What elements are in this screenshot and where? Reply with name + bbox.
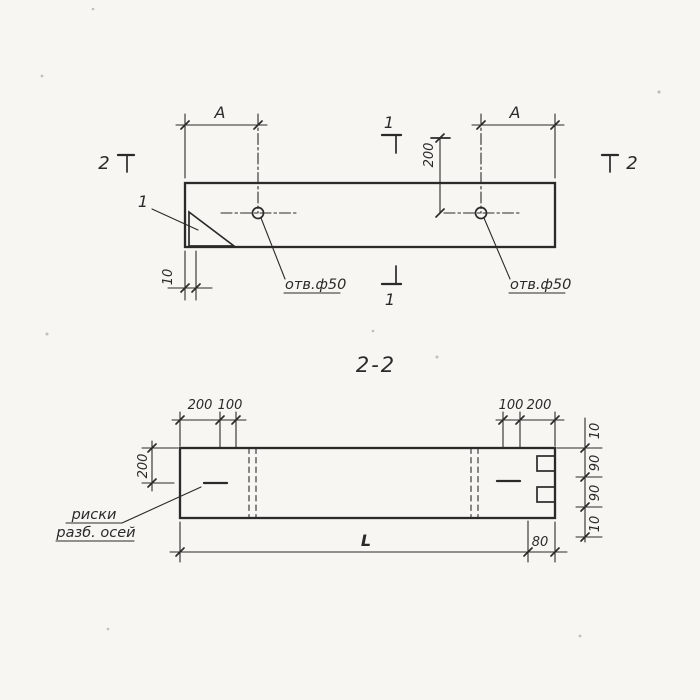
detail-leader: 1 xyxy=(138,192,199,231)
section2-right-label: 2 xyxy=(626,153,637,174)
dim-80-label: 80 xyxy=(532,535,549,550)
dim-a-right: A xyxy=(471,103,565,214)
section-title: 2-2 xyxy=(356,353,396,377)
dim-a-left-label: A xyxy=(214,103,226,122)
axes-note-line2: разб. осей xyxy=(55,525,135,541)
hole-right-label: отв.ф50 xyxy=(510,277,571,293)
corner-detail-triangle xyxy=(188,210,237,247)
dim-chain-10-bottom: 10 xyxy=(588,516,603,533)
dim-length-label: L xyxy=(361,531,371,550)
notch-top xyxy=(536,455,556,472)
section1-bottom-label: 1 xyxy=(385,290,395,309)
axes-note: риски разб. осей xyxy=(55,486,202,542)
notch-bottom xyxy=(536,486,556,503)
hole-right-group: отв.ф50 xyxy=(443,206,571,294)
hole-left xyxy=(251,206,265,220)
dim-chain-right: 10 90 90 10 xyxy=(556,417,603,543)
plan-view: 1 A A 1 xyxy=(98,103,637,309)
dim-200-b-label: 200 xyxy=(527,398,552,413)
dim-height-left: 200 xyxy=(136,440,179,492)
paper-specks xyxy=(40,7,661,638)
hole-left-label: отв.ф50 xyxy=(285,277,346,293)
section1-mark-top: 1 xyxy=(380,113,403,154)
dim-a-right-label: A xyxy=(509,103,521,122)
dim-200-top: 200 xyxy=(422,133,451,218)
section1-mark-bottom: 1 xyxy=(380,265,403,309)
section-view: 200 100 100 200 200 xyxy=(55,398,603,563)
dim-chain-10-top: 10 xyxy=(588,423,603,440)
dim-length: L 80 xyxy=(169,520,568,563)
hole-left-group: отв.ф50 xyxy=(220,206,346,294)
detail-label: 1 xyxy=(138,192,148,211)
hidden-lines xyxy=(248,447,479,519)
dim-chain-90-top: 90 xyxy=(588,455,603,472)
hole-right xyxy=(474,206,488,220)
dim-10-label: 10 xyxy=(161,269,176,286)
dim-chain-90-bottom: 90 xyxy=(588,485,603,502)
dim-100-b-label: 100 xyxy=(499,398,524,413)
dim-a-left: A xyxy=(175,103,268,214)
dim-200-a-label: 200 xyxy=(188,398,213,413)
dim-200-top-label: 200 xyxy=(422,143,437,168)
section-outline xyxy=(178,446,557,520)
axes-note-line1: риски xyxy=(71,507,117,523)
panel-outline xyxy=(183,181,557,249)
section2-left-label: 2 xyxy=(98,153,109,174)
dim-10: 10 xyxy=(161,250,213,301)
dim-top-left: 200 100 xyxy=(171,398,247,449)
section1-top-label: 1 xyxy=(384,113,394,132)
dim-top-right: 100 200 xyxy=(495,398,565,449)
section2-mark-right: 2 xyxy=(600,153,638,174)
dim-100-a-label: 100 xyxy=(218,398,243,413)
dim-height-label: 200 xyxy=(136,454,151,479)
section2-mark-left: 2 xyxy=(98,153,136,174)
